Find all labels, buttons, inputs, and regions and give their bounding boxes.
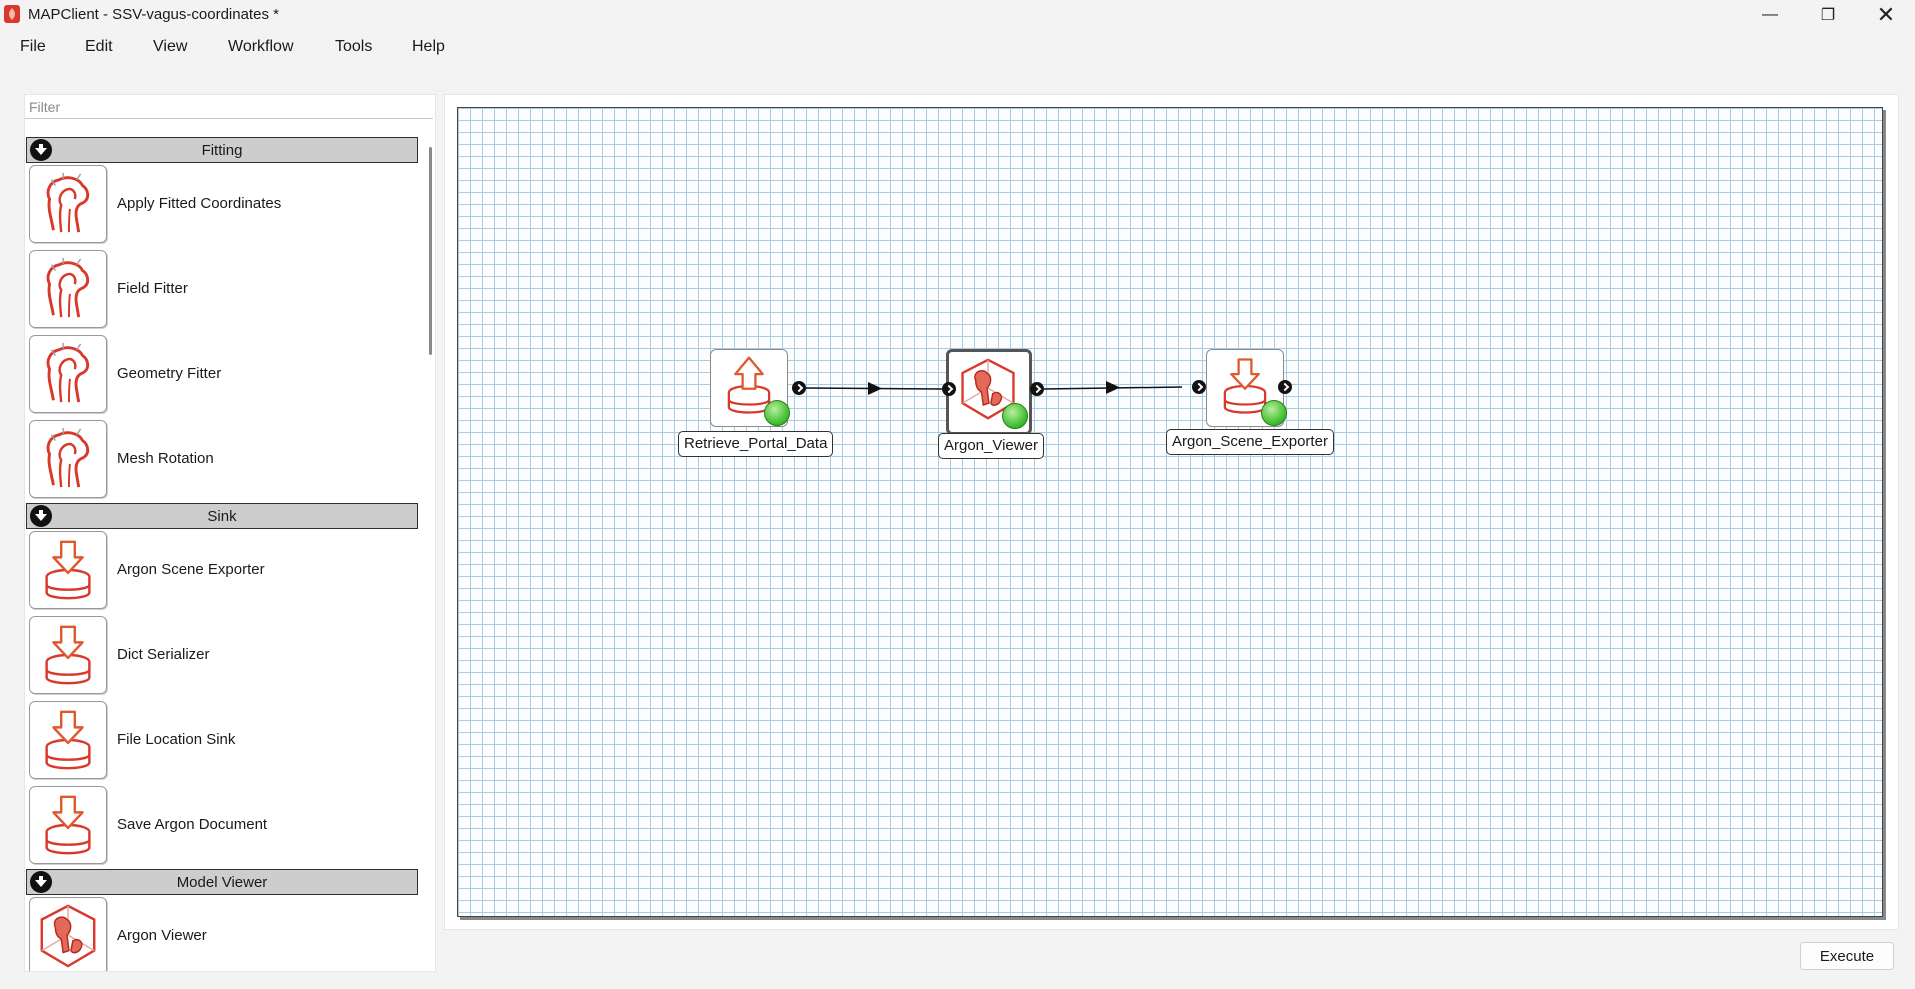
output-port-icon[interactable] [792, 381, 806, 395]
category-label: Fitting [201, 142, 243, 159]
node-label: Argon_Scene_Exporter [1166, 429, 1334, 455]
filter-input[interactable] [25, 95, 433, 119]
step-item-dict-serializer[interactable]: Dict Serializer [25, 614, 421, 699]
node-label: Retrieve_Portal_Data [678, 431, 834, 457]
step-thumbnail [29, 531, 107, 609]
input-port-icon[interactable] [942, 382, 956, 396]
app-logo-icon [4, 5, 20, 23]
input-port-icon[interactable] [1192, 380, 1206, 394]
step-item-apply-fitted-coordinates[interactable]: Apply Fitted Coordinates [25, 163, 421, 248]
scrollbar-thumb[interactable] [429, 147, 432, 355]
step-thumbnail [29, 165, 107, 243]
bone-fitting-icon [34, 425, 102, 493]
category-header-fitting[interactable]: Fitting [26, 137, 418, 163]
maximize-button[interactable]: ❐ [1820, 7, 1836, 24]
bone-fitting-icon [34, 170, 102, 238]
step-item-geometry-fitter[interactable]: Geometry Fitter [25, 333, 421, 418]
step-label: Save Argon Document [117, 816, 268, 833]
menu-file[interactable]: File [20, 38, 46, 55]
node-label: Argon_Viewer [938, 433, 1044, 459]
step-item-file-location-sink[interactable]: File Location Sink [25, 699, 421, 784]
step-list-scrollbar[interactable] [425, 137, 435, 967]
step-label: Mesh Rotation [117, 450, 214, 467]
step-item-argon-scene-exporter[interactable]: Argon Scene Exporter [25, 529, 421, 614]
menu-workflow[interactable]: Workflow [228, 38, 294, 55]
workflow-canvas-container: Retrieve_Portal_Data Argon_Viewer Argon_… [444, 94, 1899, 930]
step-label: Argon Scene Exporter [117, 561, 265, 578]
step-thumbnail [29, 701, 107, 779]
menu-edit[interactable]: Edit [85, 38, 113, 55]
title-bar: MAPClient - SSV-vagus-coordinates * — ❐ … [0, 0, 1915, 30]
step-thumbnail [29, 250, 107, 328]
configured-status-icon [764, 400, 790, 426]
output-port-icon[interactable] [1030, 382, 1044, 396]
menu-view[interactable]: View [153, 38, 188, 55]
step-label: Geometry Fitter [117, 365, 222, 382]
menu-bar: File Edit View Workflow Tools Help [0, 34, 1915, 62]
category-label: Model Viewer [176, 874, 268, 891]
category-label: Sink [207, 508, 237, 525]
step-label: Field Fitter [117, 280, 188, 297]
configured-status-icon [1002, 403, 1028, 429]
step-item-argon-viewer[interactable]: Argon Viewer [25, 895, 421, 971]
window-title: MAPClient - SSV-vagus-coordinates * [28, 6, 279, 23]
output-port-icon[interactable] [1278, 380, 1292, 394]
step-thumbnail [29, 420, 107, 498]
category-header-sink[interactable]: Sink [26, 503, 418, 529]
step-list: Fitting Apply Fitted Coordinates Field F… [25, 137, 421, 971]
category-header-model-viewer[interactable]: Model Viewer [26, 869, 418, 895]
database-down-icon [34, 791, 102, 859]
step-panel: Fitting Apply Fitted Coordinates Field F… [24, 94, 436, 972]
collapse-toggle-icon[interactable] [30, 505, 52, 527]
connection-retrieve-to-viewer[interactable] [805, 382, 943, 395]
step-label: Argon Viewer [117, 927, 207, 944]
connections-layer [805, 381, 1183, 395]
step-thumbnail [29, 616, 107, 694]
collapse-toggle-icon[interactable] [30, 139, 52, 161]
step-label: Dict Serializer [117, 646, 210, 663]
configured-status-icon [1261, 400, 1287, 426]
minimize-button[interactable]: — [1762, 6, 1778, 23]
database-down-icon [34, 706, 102, 774]
database-down-icon [34, 536, 102, 604]
step-item-mesh-rotation[interactable]: Mesh Rotation [25, 418, 421, 503]
step-item-field-fitter[interactable]: Field Fitter [25, 248, 421, 333]
step-label: File Location Sink [117, 731, 236, 748]
step-thumbnail [29, 897, 107, 971]
menu-help[interactable]: Help [412, 38, 445, 55]
menu-tools[interactable]: Tools [335, 38, 373, 55]
close-button[interactable]: ✕ [1876, 2, 1896, 27]
step-thumbnail [29, 786, 107, 864]
workflow-canvas[interactable]: Retrieve_Portal_Data Argon_Viewer Argon_… [457, 107, 1883, 917]
execute-button[interactable]: Execute [1800, 942, 1894, 970]
collapse-toggle-icon[interactable] [30, 871, 52, 893]
bone-fitting-icon [34, 340, 102, 408]
bone-fitting-icon [34, 255, 102, 323]
database-down-icon [34, 621, 102, 689]
argon-viewer-icon [34, 902, 102, 970]
step-label: Apply Fitted Coordinates [117, 195, 282, 212]
connection-viewer-to-exporter[interactable] [1043, 381, 1183, 394]
step-item-save-argon-document[interactable]: Save Argon Document [25, 784, 421, 869]
step-thumbnail [29, 335, 107, 413]
